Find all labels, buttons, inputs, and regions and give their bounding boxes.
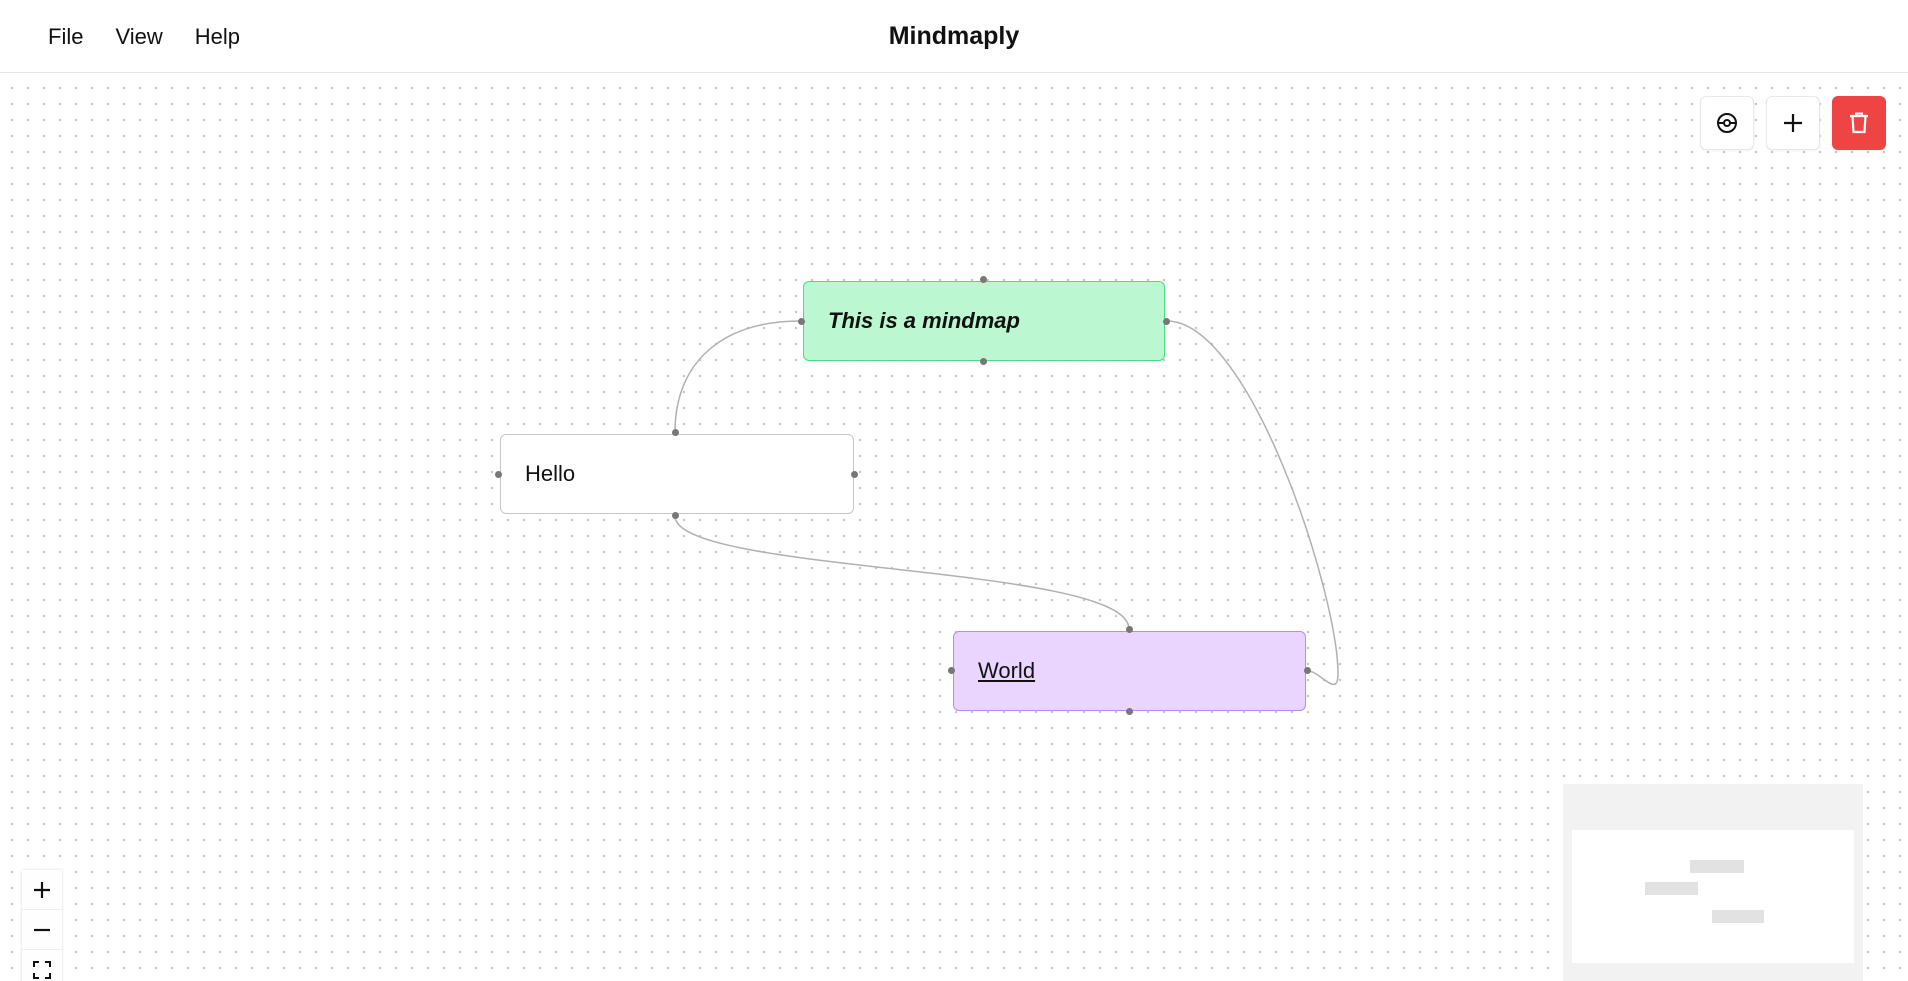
menu-view[interactable]: View — [115, 23, 163, 49]
center-view-icon — [1717, 113, 1737, 133]
delete-button[interactable] — [1832, 96, 1886, 150]
node-root[interactable]: This is a mindmap — [803, 281, 1165, 361]
node-hello[interactable]: Hello — [500, 434, 854, 514]
canvas-toolbar — [1700, 96, 1886, 150]
center-view-button[interactable] — [1700, 96, 1754, 150]
add-node-button[interactable] — [1766, 96, 1820, 150]
handle-root-top[interactable] — [980, 276, 987, 283]
header: File View Help Mindmaply — [0, 0, 1908, 73]
handle-hello-left[interactable] — [495, 471, 502, 478]
mindmap-canvas[interactable]: This is a mindmap Hello World — [0, 74, 1908, 981]
zoom-out-icon — [34, 928, 50, 931]
node-world[interactable]: World — [953, 631, 1306, 711]
fit-view-button[interactable] — [22, 950, 62, 981]
handle-root-bottom[interactable] — [980, 358, 987, 365]
handle-world-bottom[interactable] — [1126, 708, 1133, 715]
handle-world-right[interactable] — [1304, 667, 1311, 674]
minimap-viewport[interactable] — [1572, 830, 1854, 963]
handle-hello-top[interactable] — [672, 429, 679, 436]
minimap-node-hello — [1645, 882, 1698, 895]
node-world-label: World — [978, 658, 1036, 683]
edge-hello-world[interactable] — [674, 515, 1130, 630]
node-root-label: This is a mindmap — [828, 308, 1020, 333]
trash-icon — [1850, 112, 1868, 134]
handle-root-right[interactable] — [1163, 318, 1170, 325]
minimap-node-world — [1712, 910, 1764, 923]
edge-root-world[interactable] — [1166, 320, 1339, 686]
handle-hello-bottom[interactable] — [672, 512, 679, 519]
handle-root-left[interactable] — [798, 318, 805, 325]
menu-help[interactable]: Help — [194, 23, 240, 49]
menu-bar: File View Help — [32, 0, 256, 73]
edges-layer — [674, 320, 1339, 686]
zoom-in-button[interactable] — [22, 870, 62, 910]
edge-root-hello[interactable] — [674, 320, 802, 433]
zoom-controls — [22, 870, 62, 981]
app-title: Mindmaply — [888, 22, 1020, 50]
zoom-out-button[interactable] — [22, 910, 62, 950]
handle-hello-right[interactable] — [851, 471, 858, 478]
menu-file[interactable]: File — [48, 23, 84, 49]
minimap[interactable] — [1563, 784, 1863, 981]
minimap-node-root — [1690, 860, 1744, 873]
handle-world-top[interactable] — [1126, 626, 1133, 633]
zoom-in-icon — [34, 881, 50, 898]
plus-icon — [1784, 114, 1802, 132]
node-hello-label: Hello — [525, 461, 576, 486]
fit-view-icon — [33, 960, 51, 979]
handle-world-left[interactable] — [948, 667, 955, 674]
